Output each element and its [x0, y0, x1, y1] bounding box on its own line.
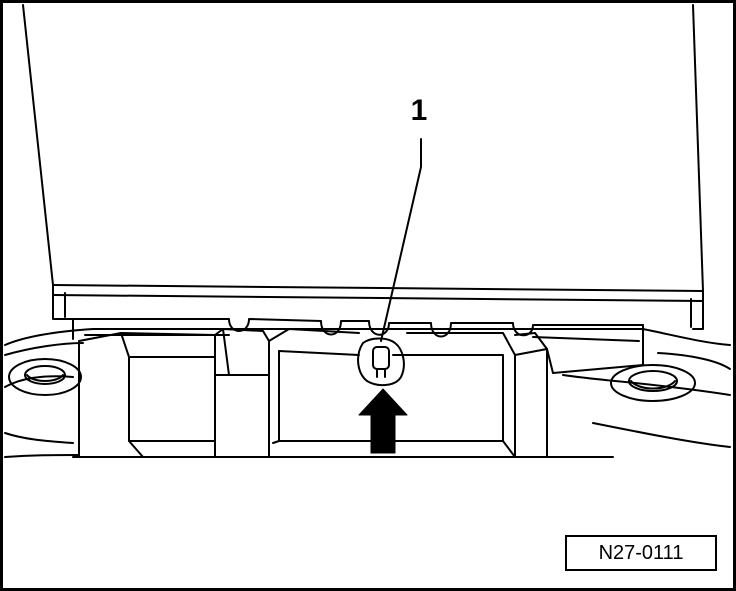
lower-housing: [4, 328, 731, 458]
figure-code-box: N27-0111: [565, 535, 717, 571]
push-arrow-icon: [358, 388, 408, 454]
callout-number: 1: [410, 94, 428, 127]
line-drawing: [4, 4, 731, 458]
connector-blocks: [78, 328, 644, 458]
upper-cover: [22, 4, 704, 330]
callout-leader-line: [380, 138, 422, 342]
locking-tab: [357, 337, 405, 387]
